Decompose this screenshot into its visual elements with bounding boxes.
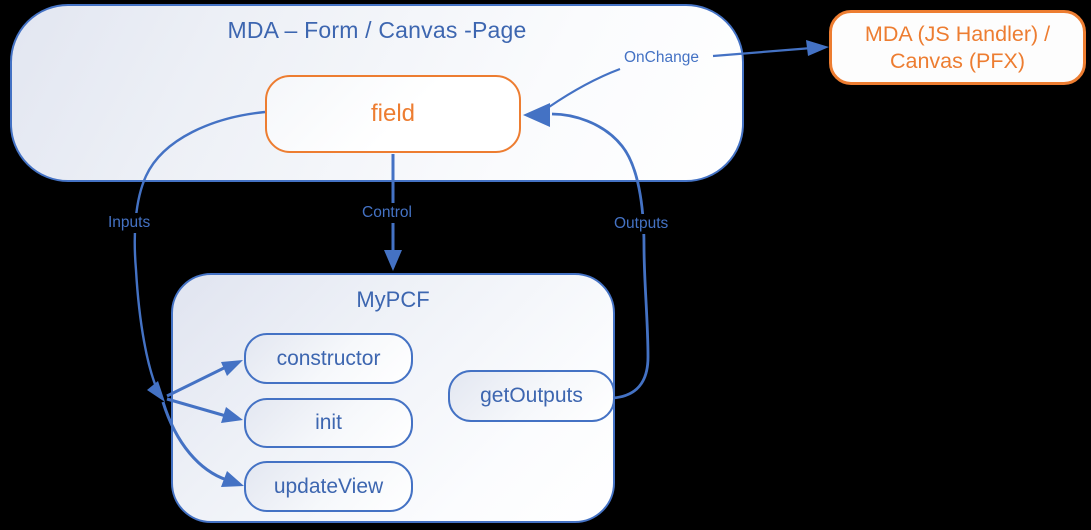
constructor-node: constructor [244, 333, 413, 384]
constructor-arrowhead-icon [221, 360, 243, 376]
updateview-node: updateView [244, 461, 413, 512]
getoutputs-label: getOutputs [480, 384, 583, 407]
handler-label-line2: Canvas (PFX) [889, 48, 1025, 73]
field-arrowhead-icon [523, 103, 550, 127]
fan-updateview-connector [161, 401, 228, 482]
updateview-label: updateView [273, 474, 384, 498]
outputs-connector [551, 112, 650, 400]
handler-arrowhead-icon [806, 40, 829, 56]
updateview-arrowhead-icon [221, 471, 244, 487]
mda-form-title: MDA – Form / Canvas -Page [227, 17, 527, 43]
init-arrowhead-icon [221, 407, 243, 423]
field-node: field [265, 75, 521, 153]
fan-constructor-connector [166, 364, 229, 398]
getoutputs-node: getOutputs [448, 370, 615, 422]
init-label: init [315, 411, 342, 434]
mypcf-title: MyPCF [356, 287, 430, 312]
onchange-line-connector [712, 46, 813, 58]
onchange-curve-connector [548, 67, 621, 108]
init-node: init [244, 398, 413, 448]
handler-label-line1: MDA (JS Handler) / [864, 21, 1051, 46]
fan-init-connector [166, 397, 227, 418]
inputs-connector [133, 110, 266, 395]
control-arrowhead-icon [384, 250, 402, 271]
handler-node: MDA (JS Handler) / Canvas (PFX) [829, 10, 1086, 85]
constructor-label: constructor [276, 346, 381, 370]
field-label: field [370, 100, 416, 127]
inputs-arrowhead-icon [147, 381, 165, 402]
